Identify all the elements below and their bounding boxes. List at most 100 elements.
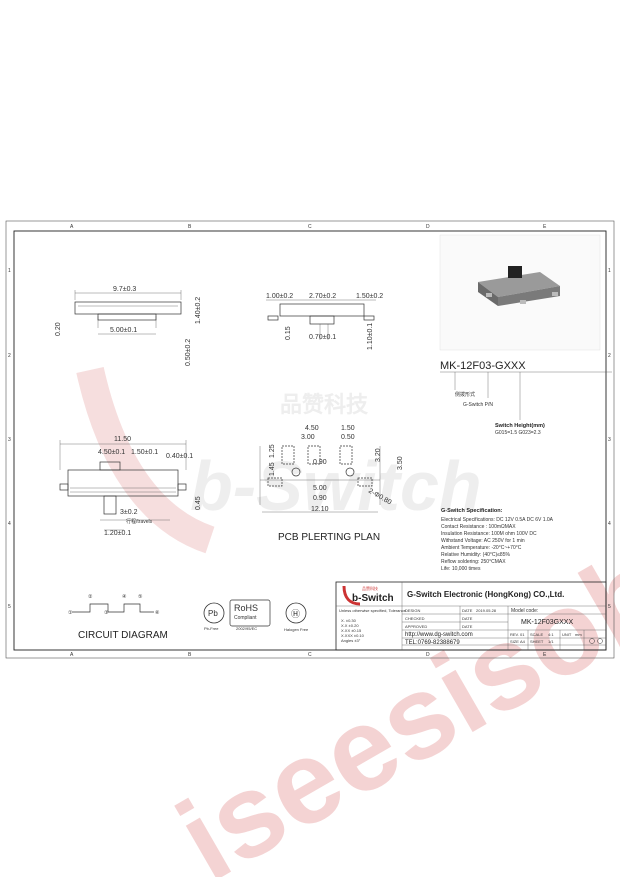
pn-note-cn: 侧拨形式 xyxy=(455,391,475,398)
row-3-right: 3 xyxy=(608,437,611,443)
side-view: 9.7±0.3 5.00±0.1 0.20 1.40±0.2 0.50±0.2 xyxy=(55,286,202,366)
side-width-dim: 9.7±0.3 xyxy=(113,286,136,293)
front-c-dim: 0.40±0.1 xyxy=(166,453,193,460)
pcb-title: PCB PLERTING PLAN xyxy=(278,532,380,543)
spec-line-3: Insulation Resistance: 100M ohm 100V DC xyxy=(441,531,537,537)
col-d-bottom: D xyxy=(426,652,430,658)
pcb-d145: 1.45 xyxy=(269,462,276,476)
front-a-dim: 4.50±0.1 xyxy=(98,449,125,456)
logo-text: b-Switch xyxy=(352,593,394,604)
rohs-sub: Compliant xyxy=(234,615,257,621)
pn-note-gswitch: G-Switch P/N xyxy=(463,402,493,408)
circuit-title: CIRCUIT DIAGRAM xyxy=(78,630,168,641)
spec-line-8: Life: 10,000 times xyxy=(441,566,481,572)
pbfree-icon xyxy=(203,602,225,624)
model-label: Model code: xyxy=(511,608,538,614)
part-number: MK-12F03-GXXX xyxy=(440,360,526,372)
circuit-pin-1: ① xyxy=(68,610,73,616)
date-label: DATE xyxy=(462,608,473,613)
col-e-top: E xyxy=(543,224,547,230)
tolerance-3: X.XX ±0.15 xyxy=(341,628,362,633)
pcb-d320: 3.20 xyxy=(375,448,382,462)
projection-icon-2 xyxy=(597,638,603,644)
sheet-label: SHEET xyxy=(530,639,544,644)
brand-watermark-text: b-Switch xyxy=(190,447,482,525)
pcb-d090b: 0.90 xyxy=(313,495,327,502)
row-3-left: 3 xyxy=(8,437,11,443)
row-5-left: 5 xyxy=(8,604,11,610)
brand-watermark-cn: 品赞科技 xyxy=(280,392,369,417)
unit-label: UNIT xyxy=(562,632,572,637)
pcb-d050: 0.50 xyxy=(341,434,355,441)
col-a-top: A xyxy=(70,224,74,230)
watermark: iseesisoba.com xyxy=(157,353,620,882)
pn-note-height: Switch Height(mm) xyxy=(495,423,545,429)
website-link[interactable]: http://www.dg-switch.com xyxy=(405,632,473,638)
travel-note: 行程/travels xyxy=(126,518,153,525)
halogen-h-glyph: Ⓗ xyxy=(291,609,300,619)
tolerance-1: X. ±0.30 xyxy=(341,618,357,623)
unit-value: mm xyxy=(575,632,582,637)
sheet-value: 1/1 xyxy=(548,639,554,644)
pad-d1: 1.00±0.2 xyxy=(266,293,293,300)
row-5-right: 5 xyxy=(608,604,611,610)
title-block: b-Switch 品赞科技 G-Switch Electronic (HongK… xyxy=(335,581,607,651)
spec-block: G-Switch Specification: Electrical Speci… xyxy=(441,508,554,572)
halogen-caption: Halogen Free xyxy=(284,627,309,632)
tolerance-head: Unless otherwise specified, Tolerance xyxy=(339,608,407,613)
pcb-d500: 5.00 xyxy=(313,485,327,492)
circuit-pin-5: ⑤ xyxy=(138,594,143,600)
pcb-d150: 1.50 xyxy=(341,425,355,432)
size-label: SIZE xyxy=(510,639,519,644)
rohs-caption: 2002/95/EC xyxy=(236,626,257,631)
logo-swoosh-icon xyxy=(342,585,361,606)
approved-label: APPROVED xyxy=(405,624,427,629)
date-label-3: DATE xyxy=(462,624,473,629)
rev-label: REV. xyxy=(510,632,519,637)
circuit-diagram: ① ② ③ ④ ⑤ ⑥ CIRCUIT DIAGRAM xyxy=(68,594,168,641)
front-f-dim: 1.20±0.1 xyxy=(104,530,131,537)
checked-label: CHECKED xyxy=(405,616,425,621)
pad-d2: 2.70±0.2 xyxy=(309,293,336,300)
side-left-dim: 0.20 xyxy=(55,322,62,336)
col-b-top: B xyxy=(188,224,192,230)
front-e-dim: 0.45 xyxy=(195,496,202,510)
circuit-pin-4: ④ xyxy=(122,594,127,600)
rohs-label: RoHS xyxy=(234,603,258,613)
col-e-bottom: E xyxy=(543,652,547,658)
pcb-d090a: 0.90 xyxy=(313,459,327,466)
pad-d4: 0.70±0.1 xyxy=(309,334,336,341)
row-4-left: 4 xyxy=(8,521,11,527)
pbfree-label: Pb xyxy=(208,609,218,618)
brand-swoosh xyxy=(76,366,215,554)
side-inner-dim: 5.00±0.1 xyxy=(110,327,137,334)
front-view: 11.50 4.50±0.1 1.50±0.1 0.40±0.1 3±0.2 0… xyxy=(59,436,202,537)
spec-line-6: Relative Humidity: (40°C)≤85% xyxy=(441,552,510,558)
grid-labels: A B C D E A B C D E 1 2 3 4 5 1 2 3 4 5 xyxy=(8,224,611,658)
halogen-free-icon xyxy=(285,602,307,624)
spec-title: G-Switch Specification: xyxy=(441,508,503,514)
compliance-badges: Pb Pb-Free RoHS Compliant 2002/95/EC Ⓗ H… xyxy=(203,599,309,632)
front-b-dim: 1.50±0.1 xyxy=(131,449,158,456)
circuit-pin-3: ③ xyxy=(104,610,109,616)
date-label-2: DATE xyxy=(462,616,473,621)
col-b-bottom: B xyxy=(188,652,192,658)
pcb-d1210: 12.10 xyxy=(311,506,329,513)
pbfree-caption: Pb-Free xyxy=(204,626,219,631)
col-a-bottom: A xyxy=(70,652,74,658)
spec-line-7: Reflow soldering: 250°CMAX xyxy=(441,559,506,565)
row-4-right: 4 xyxy=(608,521,611,527)
tolerance-4: X.XXX ±0.10 xyxy=(341,633,365,638)
rohs-icon xyxy=(229,599,271,627)
size-value: A4 xyxy=(520,639,526,644)
projection-icon xyxy=(589,638,595,644)
scale-value: 4:1 xyxy=(548,632,554,637)
pad-h2: 1.10±0.1 xyxy=(367,323,374,350)
model-value: MK-12F03GXXX xyxy=(521,619,573,626)
row-2-left: 2 xyxy=(8,353,11,359)
side-right-dim: 1.40±0.2 xyxy=(195,297,202,324)
spec-line-5: Ambient Temperature: -20°C~+70°C xyxy=(441,545,522,551)
front-w-dim: 11.50 xyxy=(114,436,131,443)
